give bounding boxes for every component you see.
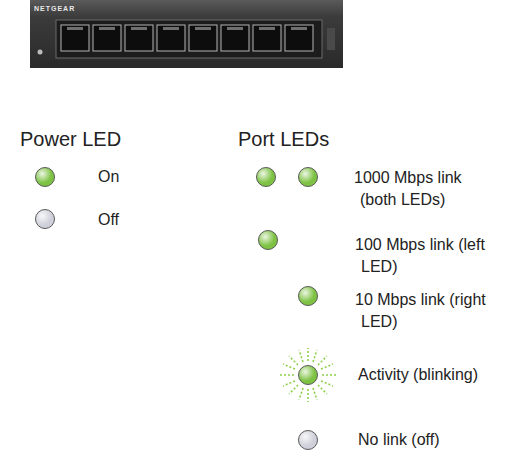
activity-rays (280, 348, 336, 402)
led-swatch (258, 230, 278, 250)
port-contacts (67, 27, 307, 30)
led-swatch (35, 209, 55, 229)
section-heading: Power LED (20, 126, 160, 152)
led-swatch (298, 365, 318, 385)
led-circle (35, 167, 55, 187)
legend-text: No link (off) (358, 429, 508, 451)
ethernet-ports (61, 25, 313, 51)
led-circle (298, 167, 318, 187)
brand-logo: NETGEAR (34, 4, 94, 13)
legend-text: 10 Mbps link (right LED) (355, 289, 489, 333)
led-circle (256, 167, 276, 187)
led-circle (298, 286, 318, 306)
power-led-indicator (38, 50, 43, 55)
legend-text: 100 Mbps link (left LED) (355, 234, 489, 278)
legend-text: On (98, 166, 158, 188)
legend-text: 1000 Mbps link (both LEDs) (354, 167, 488, 211)
led-circle (35, 209, 55, 229)
led-swatch (298, 286, 318, 306)
led-circle (298, 365, 318, 385)
led-circle (298, 430, 318, 450)
led-circle (258, 230, 278, 250)
led-swatch (298, 430, 318, 450)
section-heading: Port LEDs (238, 126, 378, 152)
port-panel (56, 20, 322, 58)
side-marking (327, 28, 335, 50)
switch-body (30, 0, 343, 68)
led-swatch (256, 167, 318, 187)
led-swatch (35, 167, 55, 187)
legend-text: Off (98, 209, 158, 231)
legend-text: Activity (blinking) (358, 364, 508, 386)
